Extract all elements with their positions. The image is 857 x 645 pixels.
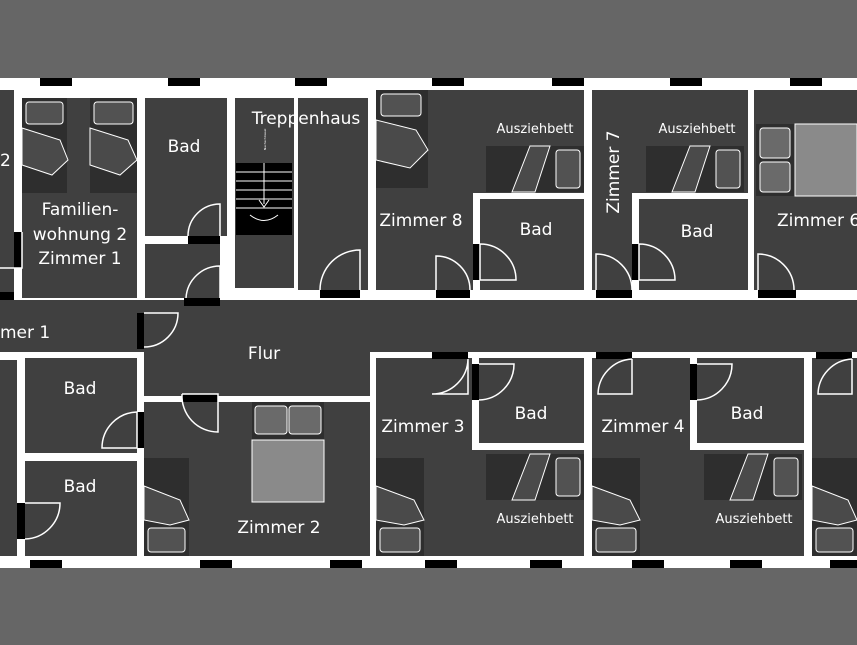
label-zimmer-6: Zimmer 6 [777,211,857,231]
floor-bad-4 [697,358,804,443]
floor-bad-a-vestibule [145,244,220,298]
label-bad-3: Bad [515,404,548,424]
bed-ausziehbett-4 [704,453,802,501]
label-familienwohnung-2-line3: Zimmer 1 [38,249,121,269]
floor-treppenhaus-2 [298,98,368,290]
bed-single-zimmer-4 [591,458,641,556]
label-familienwohnung-2-line1: Familien- [42,200,119,220]
label-bad-8: Bad [520,220,553,240]
label-bad-b: Bad [64,379,97,399]
floor-flur [0,300,857,352]
bed-double-zimmer-6 [756,123,857,197]
bed-ausziehbett-8 [486,145,584,193]
stairs [236,163,292,235]
floor-room-left-top [0,90,14,298]
label-zimmer-7: Zimmer 7 [604,130,624,213]
bed-ausziehbett-3 [486,453,584,501]
label-bad-7: Bad [681,222,714,242]
floor-bad-8 [480,199,584,290]
bed-single-fw2-b [89,98,138,193]
floor-bad-a [145,98,227,236]
label-ausziehbett-4: Ausziehbett [715,512,792,527]
label-familienwohnung-2-line2: wohnung 2 [33,225,127,245]
label-ausziehbett-3: Ausziehbett [496,512,573,527]
label-ausziehbett-7: Ausziehbett [658,122,735,137]
windows-top [40,78,822,86]
label-zimmer-1-fragment: mer 1 [0,323,50,343]
windows-bottom [30,560,857,568]
bed-single-zimmer-3 [375,458,425,556]
label-familienwohnung-fragment: 2 [0,151,11,171]
floor-room-left-bottom [0,360,17,556]
door-thresholds [0,232,852,539]
label-ausziehbett-8: Ausziehbett [496,122,573,137]
bed-ausziehbett-7 [646,145,744,193]
floor-flur-ext [144,352,370,396]
door-swings [0,203,853,540]
label-zimmer-4: Zimmer 4 [601,417,684,437]
label-zimmer-2: Zimmer 2 [237,518,320,538]
label-treppe-small: Nachschlüssel [263,129,267,150]
bed-single-zimmer-2 [143,458,190,556]
bed-single-fw2-a [21,98,69,193]
label-bad-4: Bad [731,404,764,424]
bed-single-zimmer-8 [375,90,429,188]
label-flur: Flur [248,344,280,364]
label-zimmer-3: Zimmer 3 [381,417,464,437]
bed-single-right-bottom [811,458,857,556]
label-treppenhaus: Treppenhaus [251,109,361,129]
label-bad-c: Bad [64,477,97,497]
floor-bad-c [25,461,137,556]
floor-bad-3 [479,358,584,443]
floor-bad-7 [639,199,748,290]
label-bad-a: Bad [168,137,201,157]
label-zimmer-8: Zimmer 8 [379,211,462,231]
floor-bad-b [25,358,137,453]
bed-double-zimmer-2 [251,402,325,503]
